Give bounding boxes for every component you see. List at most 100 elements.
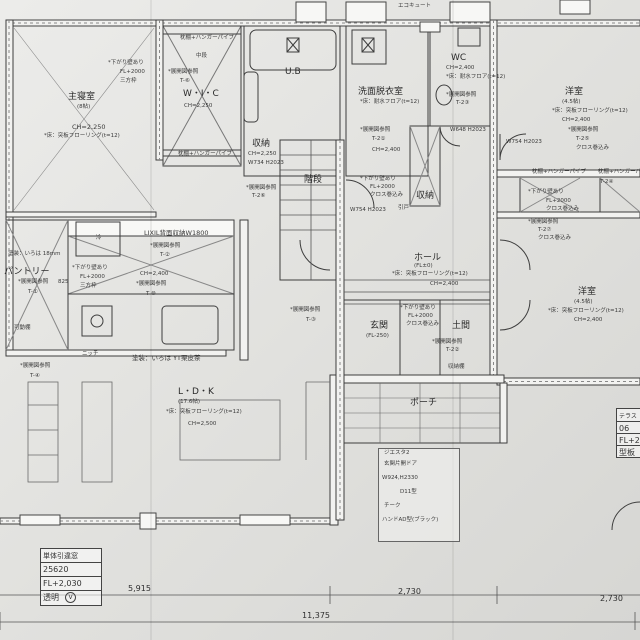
storage2-shelf: 引戸 — [398, 205, 410, 211]
closet-pipe: 枕棚+ハンガーパイプ — [532, 169, 587, 175]
stamp-left-code: 25620 — [41, 562, 101, 575]
kitchen-drop: *下がり壁あり — [72, 265, 108, 271]
kitchen-frame: 三方枠 — [80, 283, 97, 289]
kitchen-ref-no1: T-② — [160, 252, 170, 258]
western2-ref-no: T-2⑦ — [538, 227, 552, 233]
stairs-side-ref-no: T-2⑥ — [252, 193, 266, 199]
entrance-shelf: 収納棚 — [448, 364, 465, 370]
hall-size: (FL±0) — [414, 263, 433, 269]
entrance-name: 玄関 — [370, 321, 389, 331]
storage1-ceiling: CH=2,250 — [248, 151, 277, 157]
western1-size: (4.5帖) — [562, 99, 581, 105]
western1-door: W754 H2023 — [506, 139, 542, 145]
window-stamp-left: 単体引違窓 25620 FL+2,030 透明 V — [40, 548, 102, 606]
dimension-far-right: 2,730 — [600, 594, 623, 603]
pantry-paint: 塗装：いろは 18mm — [8, 251, 61, 257]
western1-name: 洋室 — [565, 87, 584, 97]
dimension-right: 2,730 — [398, 587, 421, 596]
pantry-ref: *展開図参照 — [18, 279, 49, 285]
door-maker: ジエスタ2 — [384, 450, 410, 456]
washroom-floor: *床：耐水フロア(t=12) — [360, 99, 420, 105]
door-spec-box — [378, 448, 460, 542]
closet-frame: クロス巻込み — [546, 206, 580, 212]
western1-floor: *床：突板フローリング(t=12) — [552, 108, 628, 114]
kitchen-ceiling: CH=2,400 — [140, 271, 169, 277]
wic-frame: 三方枠 — [120, 78, 137, 84]
ub-name: U.B — [285, 67, 301, 77]
wc-door: W648 H2023 — [450, 127, 486, 133]
western2-ceiling: CH=2,400 — [574, 317, 603, 323]
stamp-left-fl: FL+2,030 — [41, 576, 101, 589]
entrance-size: (FL-250) — [366, 333, 389, 339]
ldk-ceiling: CH=2,500 — [188, 421, 217, 427]
stamp-right-fl: FL+2 — [617, 433, 640, 446]
entrance-fl: FL+2000 — [408, 313, 433, 319]
storage2-fl: FL+2000 — [370, 184, 395, 190]
stamp-left-title: 単体引違窓 — [43, 551, 78, 560]
stamp-left-mark: V — [65, 591, 76, 603]
hall-floor: *床：突板フローリング(t=12) — [392, 271, 468, 277]
master-bedroom-ceiling: CH=2,250 — [72, 123, 106, 131]
stairs-ref-no: T-③ — [306, 317, 316, 323]
wc-ceiling: CH=2,400 — [446, 65, 475, 71]
stairs-name: 階段 — [304, 175, 323, 185]
door-size: W924,H2330 — [382, 475, 418, 481]
entrance-frame: クロス巻込み — [406, 321, 440, 327]
closet-fl: FL+2000 — [546, 198, 571, 204]
wic-pipe-label: 枕棚+ハンガーパイプ — [180, 35, 235, 41]
western2-name: 洋室 — [578, 287, 597, 297]
entrance-drop: *下がり壁あり — [400, 305, 436, 311]
ldk-size: (17.6帖) — [178, 399, 201, 405]
wc-ref-no: T-2③ — [456, 100, 470, 106]
entrance-ref-no: T-2② — [446, 347, 460, 353]
stairs-ref: *展開図参照 — [290, 307, 321, 313]
wic-ref-no: T-⑥ — [180, 78, 190, 84]
wc-name: WC — [451, 53, 467, 63]
kitchen-ref2: *展開図参照 — [136, 281, 167, 287]
eco-cute-label: エコキュート — [398, 3, 432, 9]
master-bedroom-floor: *床：突板フローリング(t=12) — [44, 133, 120, 139]
western2-size: (4.5帖) — [574, 299, 593, 305]
pantry-movable-shelf: 可動棚 — [14, 325, 31, 331]
pantry-ref-no: T-① — [28, 289, 38, 295]
western1-ceiling: CH=2,400 — [562, 117, 591, 123]
western1-ref-no: T-2⑤ — [576, 136, 590, 142]
storage2-name: 収納 — [416, 191, 435, 201]
kitchen-ref-no2: T-⑩ — [146, 291, 156, 297]
washroom-name: 洗面脱衣室 — [358, 87, 404, 97]
western1-cloth: クロス巻込み — [576, 145, 610, 151]
ldk-name: L・D・K — [178, 387, 214, 397]
kitchen-ref: *展開図参照 — [150, 243, 181, 249]
washroom-ref-no: T-2① — [372, 136, 386, 142]
washroom-ref: *展開図参照 — [360, 127, 391, 133]
master-bedroom-name: 主寝室 — [68, 92, 96, 102]
closet-cloth: クロス巻込み — [538, 235, 572, 241]
stamp-right-title: テラス — [619, 413, 637, 420]
door-key: チーク — [384, 503, 401, 509]
wic-mid-shelf: 中段 — [196, 53, 208, 59]
wic-bottom-pipe: 枕棚+ハンガーパイプ — [178, 151, 233, 157]
doma-name: 土間 — [452, 321, 471, 331]
paper-fold — [150, 0, 152, 640]
kitchen-niche: ニッチ — [82, 351, 99, 357]
storage1-door: W734 H2023 — [248, 160, 284, 166]
storage2-door: W754 H2023 — [350, 207, 386, 213]
wc-floor: *床：耐水フロア(t=12) — [446, 74, 506, 80]
kitchen-ref-no3: T-④ — [30, 373, 40, 379]
hall-ceiling: CH=2,400 — [430, 281, 459, 287]
stamp-left-glass: 透明 — [43, 592, 59, 602]
closet-ref-no: T-2④ — [600, 179, 614, 185]
door-type: 玄関片開ドア — [384, 461, 418, 467]
washroom-ceiling: CH=2,400 — [372, 147, 401, 153]
western1-ref: *展開図参照 — [568, 127, 599, 133]
western2-floor: *床：突板フローリング(t=12) — [548, 308, 624, 314]
master-bedroom-size: (8帖) — [77, 104, 91, 110]
stamp-right-code: 06 — [617, 421, 640, 434]
storage2-drop: *下がり壁あり — [360, 176, 396, 182]
door-model: D11型 — [400, 489, 417, 495]
stairs-side-ref: *展開図参照 — [246, 185, 277, 191]
stamp-left-glass-row: 透明 V — [41, 590, 101, 603]
wic-ref: *展開図参照 — [168, 69, 199, 75]
